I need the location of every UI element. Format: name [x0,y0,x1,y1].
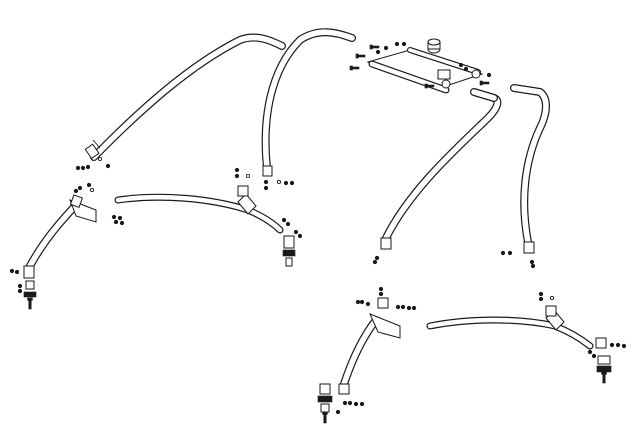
upper-curved-tube-a [84,33,286,161]
left-lower-side-tube [114,185,296,267]
tube-c-fasteners [372,255,380,265]
tube-b-fasteners [263,179,295,191]
upper-curved-tube-b [261,28,356,177]
upper-curved-tube-d [510,84,550,254]
right-leg-fasteners [335,286,417,415]
upper-curved-tube-c [380,88,502,250]
right-lower-side-tube [426,305,612,384]
tube-d-fasteners [500,250,536,269]
right-y-connector-leg [317,297,401,424]
top-crossbar-assembly [349,38,492,94]
left-y-connector-leg [23,194,97,310]
